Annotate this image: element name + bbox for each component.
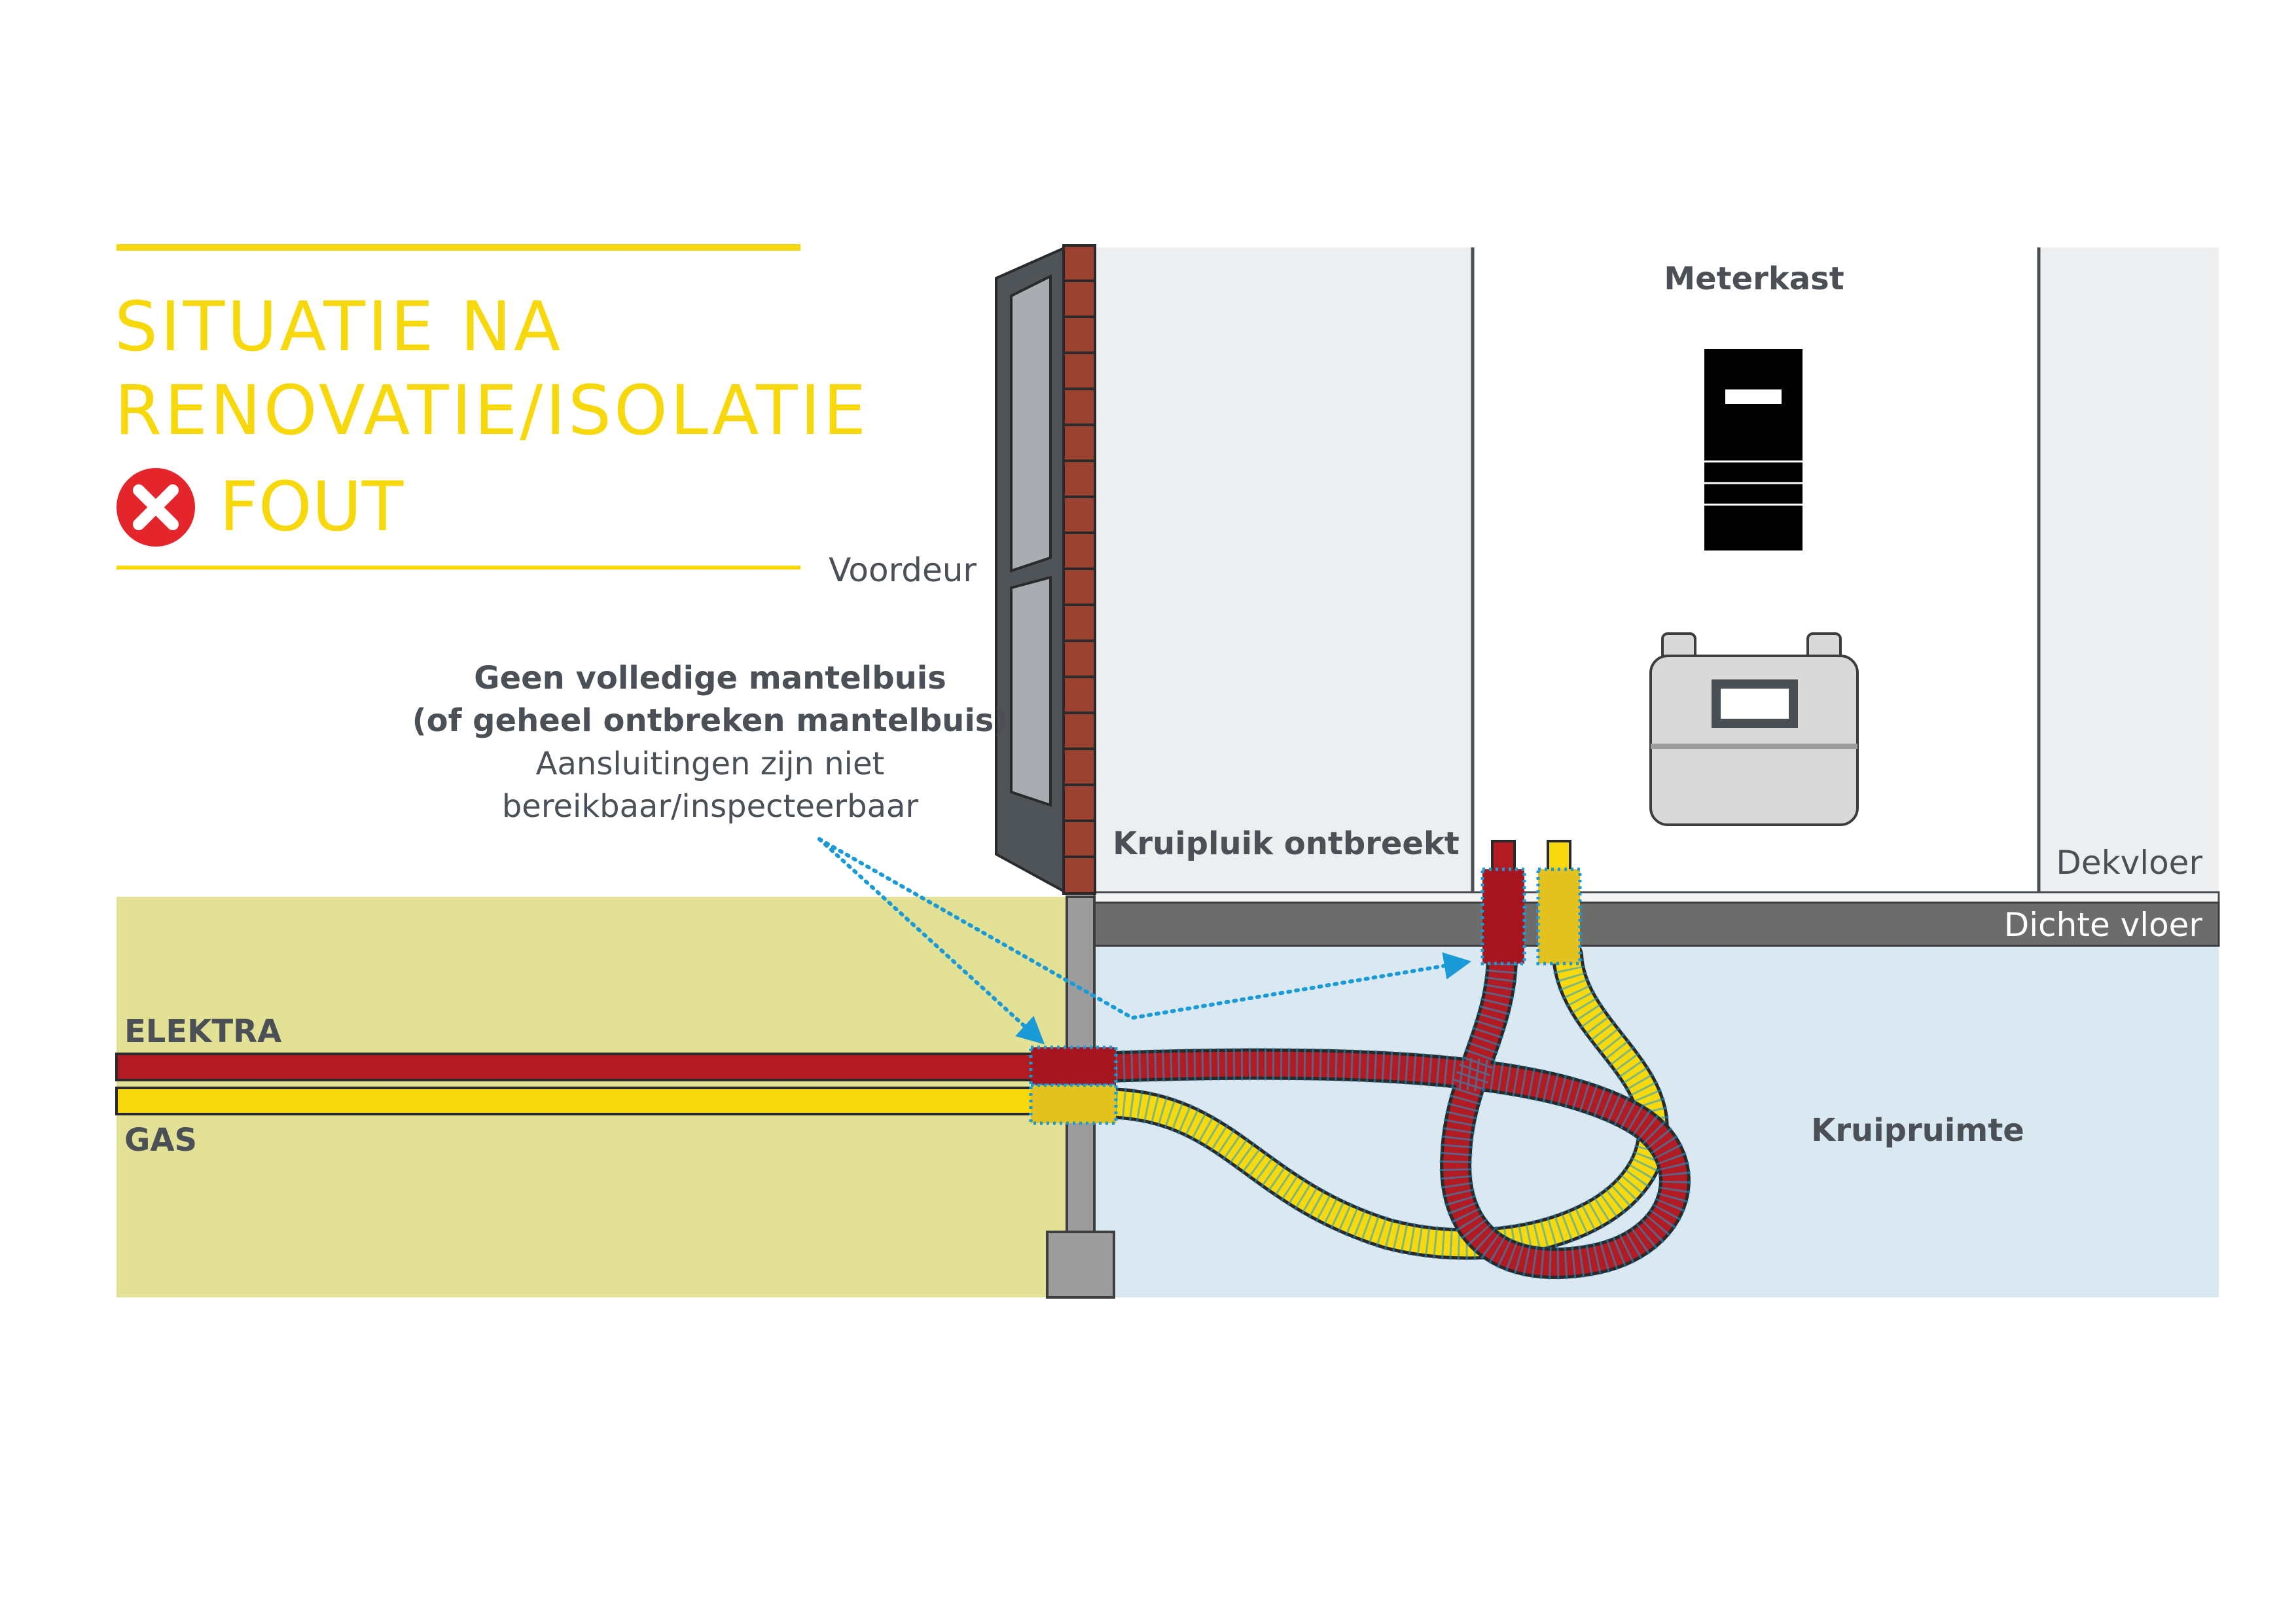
floor-penetration-gas xyxy=(1536,840,1582,965)
callout-arrows xyxy=(817,837,1472,1045)
foundation-footing xyxy=(1046,1231,1115,1299)
wall-sleeve xyxy=(1029,1045,1118,1125)
page-title-line2: RENOVATIE/ISOLATIE xyxy=(115,370,869,450)
label-kruipruimte: Kruipruimte xyxy=(1811,1112,2024,1149)
header: SITUATIE NA RENOVATIE/ISOLATIE FOUT xyxy=(115,244,869,569)
dekvloer xyxy=(1093,891,2220,904)
status-label: FOUT xyxy=(219,467,404,547)
label-gas: GAS xyxy=(124,1122,197,1159)
gas-hose xyxy=(1092,940,1670,1261)
callout-line1: Geen volledige mantelbuis xyxy=(474,660,946,696)
brick-column xyxy=(1062,244,1096,895)
right-room-wall xyxy=(2039,247,2219,892)
callout-line3: Aansluitingen zijn niet xyxy=(536,746,885,782)
elektra-line xyxy=(115,1053,1068,1081)
callout-text: Geen volledige mantelbuis (of geheel ont… xyxy=(412,660,1009,825)
label-meterkast: Meterkast xyxy=(1664,261,1844,297)
callout-line2: (of geheel ontbreken mantelbuis) xyxy=(412,702,1009,739)
gas-meter-icon xyxy=(1649,632,1859,826)
header-top-rule xyxy=(117,244,800,251)
floor-penetration-elektra xyxy=(1480,840,1526,965)
label-dichte-vloer: Dichte vloer xyxy=(2004,906,2203,944)
label-voordeur: Voordeur xyxy=(829,551,977,589)
page-title-line1: SITUATIE NA xyxy=(115,287,563,367)
gas-line xyxy=(115,1087,1068,1115)
red-x-circle-icon xyxy=(117,468,195,547)
electrical-cabinet-icon xyxy=(1704,349,1803,550)
hall-wall xyxy=(1094,247,1473,892)
elektra-hose xyxy=(1092,940,1691,1280)
label-elektra: ELEKTRA xyxy=(124,1013,281,1050)
header-bottom-rule xyxy=(117,566,800,569)
label-dekvloer: Dekvloer xyxy=(2056,844,2202,882)
callout-line4: bereikbaar/inspecteerbaar xyxy=(502,788,919,825)
label-kruipluik-ontbreekt: Kruipluik ontbreekt xyxy=(1113,825,1460,862)
front-door xyxy=(995,245,1067,895)
